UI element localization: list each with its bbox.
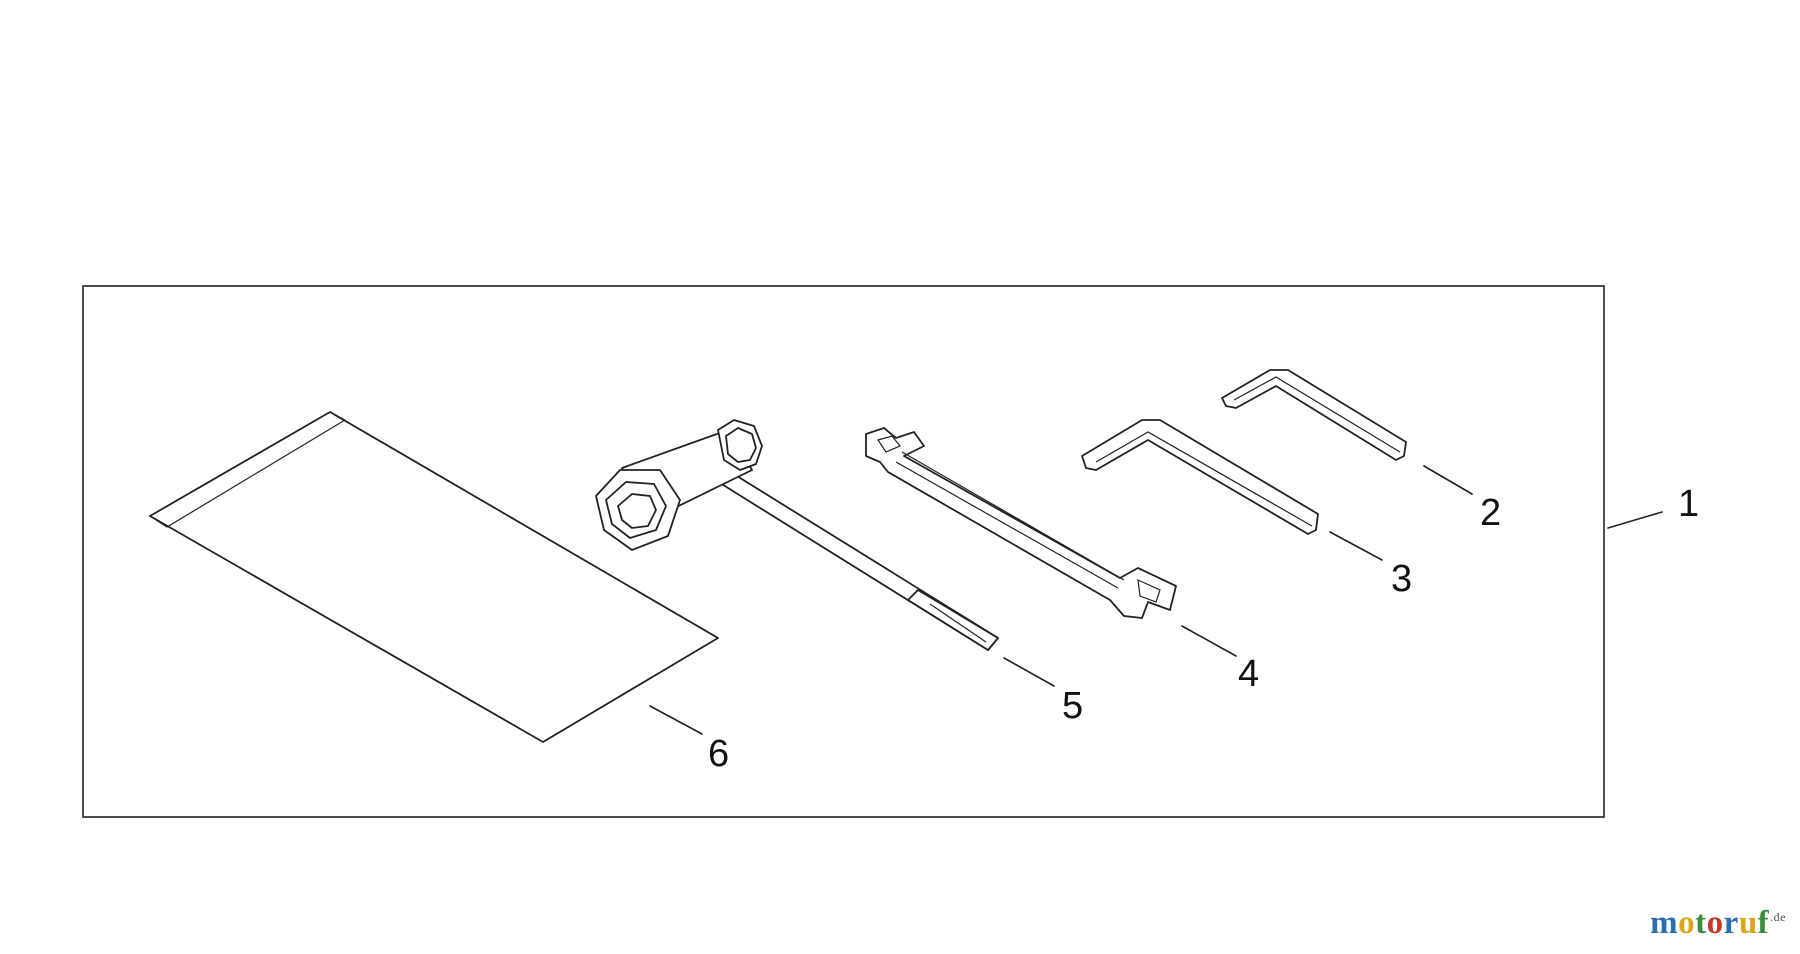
leader-line-1	[1607, 511, 1663, 529]
kit-frame	[82, 285, 1605, 818]
watermark-letter: m	[1650, 905, 1679, 941]
part-3-hex-key-large[interactable]	[1081, 419, 1319, 535]
part-6-manual[interactable]	[149, 411, 719, 743]
watermark-letter: u	[1738, 905, 1758, 941]
part-5-socket-wrench[interactable]	[595, 419, 999, 651]
callout-5: 5	[1062, 685, 1083, 727]
watermark-letter: o	[1678, 905, 1696, 941]
watermark-letter: r	[1723, 905, 1739, 941]
watermark-letters: motoruf	[1650, 905, 1769, 941]
leader-line-5	[1003, 657, 1055, 687]
part-4-open-end-wrench[interactable]	[865, 427, 1177, 619]
callout-1: 1	[1678, 483, 1699, 525]
watermark-letter: f	[1757, 905, 1770, 941]
part-2-hex-key-small[interactable]	[1221, 369, 1407, 461]
callout-4: 4	[1238, 653, 1259, 695]
leader-line-2	[1423, 465, 1473, 495]
watermark-letter: o	[1706, 905, 1724, 941]
leader-line-3	[1329, 531, 1383, 561]
callout-3: 3	[1391, 558, 1412, 600]
callout-6: 6	[708, 733, 729, 775]
leader-line-4	[1181, 625, 1237, 657]
watermark-letter: t	[1695, 905, 1707, 941]
watermark-suffix: .de	[1770, 910, 1786, 924]
leader-line-6	[649, 705, 703, 735]
callout-2: 2	[1480, 492, 1501, 534]
motoruf-watermark-logo: motoruf.de	[1650, 905, 1786, 942]
